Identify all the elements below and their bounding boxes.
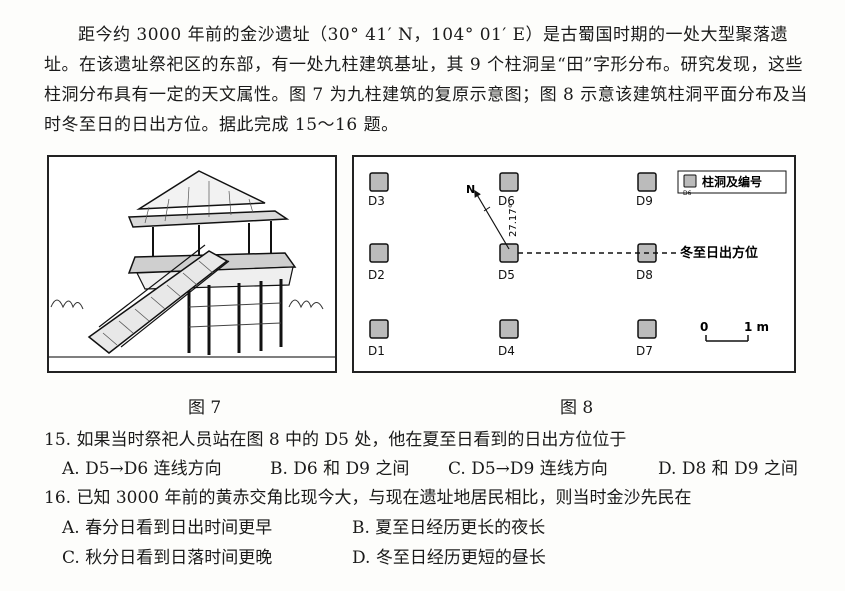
- q16-option-b: B. 夏至日经历更长的夜长: [352, 518, 546, 538]
- building-drawing: [49, 170, 335, 358]
- label-d9: D9: [636, 194, 653, 208]
- legend-posthole-icon: [683, 174, 697, 188]
- legend-sample-label: D6: [683, 190, 692, 197]
- angle-label: 27.17°: [508, 203, 519, 237]
- q16-option-c: C. 秋分日看到日落时间更晚: [62, 548, 273, 568]
- q15-option-c: C. D5→D9 连线方向: [448, 459, 608, 479]
- question-15-stem: 15. 如果当时祭祀人员站在图 8 中的 D5 处，他在夏至日看到的日出方位位于: [44, 430, 627, 450]
- sunrise-label: 冬至日出方位: [680, 245, 758, 261]
- north-label: N: [466, 183, 475, 196]
- label-d8: D8: [636, 268, 653, 282]
- label-d5: D5: [498, 268, 515, 282]
- q15-option-a: A. D5→D6 连线方向: [62, 459, 222, 479]
- figure-8-caption: 图 8: [560, 398, 594, 418]
- posthole-grid: [369, 172, 657, 339]
- north-arrow: [474, 189, 510, 250]
- posthole-d2: [369, 243, 389, 263]
- posthole-d1: [369, 319, 389, 339]
- posthole-d5: [499, 243, 519, 263]
- legend: D6 柱洞及编号: [677, 170, 787, 197]
- posthole-d6: [499, 172, 519, 192]
- figure-8-posthole-plan: D3 D6 D9 D2 D5 D8 D1 D4 D7 N 27.17° 冬至日出…: [352, 155, 796, 373]
- label-d3: D3: [368, 194, 385, 208]
- q15-option-b: B. D6 和 D9 之间: [270, 459, 410, 479]
- posthole-d9: [637, 172, 657, 192]
- label-d7: D7: [636, 344, 653, 358]
- legend-label: 柱洞及编号: [702, 174, 762, 189]
- label-d6: D6: [498, 194, 515, 208]
- label-d1: D1: [368, 344, 385, 358]
- q16-option-a: A. 春分日看到日出时间更早: [62, 518, 273, 538]
- label-d2: D2: [368, 268, 385, 282]
- plan-diagram: D3 D6 D9 D2 D5 D8 D1 D4 D7 N 27.17° 冬至日出…: [368, 170, 787, 358]
- scale-zero: 0: [700, 320, 708, 334]
- scale-bar: 0 1 m: [700, 320, 769, 342]
- label-d4: D4: [498, 344, 515, 358]
- intro-paragraph: 距今约 3000 年前的金沙遗址（30° 41′ N，104° 01′ E）是古…: [44, 25, 808, 135]
- question-16-stem: 16. 已知 3000 年前的黄赤交角比现今大，与现在遗址地居民相比，则当时金沙…: [44, 488, 692, 508]
- posthole-d7: [637, 319, 657, 339]
- figure-7-caption: 图 7: [188, 398, 222, 418]
- scale-one: 1 m: [744, 320, 769, 334]
- posthole-d4: [499, 319, 519, 339]
- q16-option-d: D. 冬至日经历更短的昼长: [352, 548, 546, 568]
- q15-option-d: D. D8 和 D9 之间: [658, 459, 798, 479]
- figure-7-building-illustration: [47, 155, 337, 373]
- posthole-d3: [369, 172, 389, 192]
